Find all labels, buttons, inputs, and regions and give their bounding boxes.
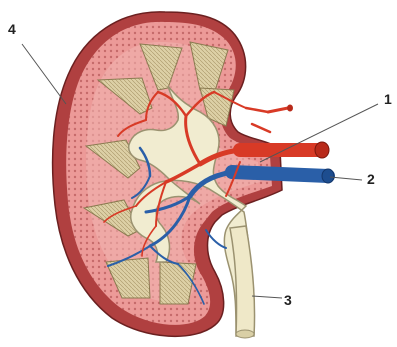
label-1: 1 [384, 92, 392, 106]
artery-branch-end [287, 105, 293, 112]
label-4: 4 [8, 22, 16, 36]
renal-artery-end [315, 142, 329, 158]
renal-vein-end [322, 169, 334, 183]
label-2: 2 [367, 172, 375, 186]
ureter-opening [236, 330, 254, 338]
leader-line-2 [330, 177, 362, 180]
leader-line-3 [252, 296, 282, 298]
label-3: 3 [284, 293, 292, 307]
leader-line-4 [22, 44, 66, 104]
